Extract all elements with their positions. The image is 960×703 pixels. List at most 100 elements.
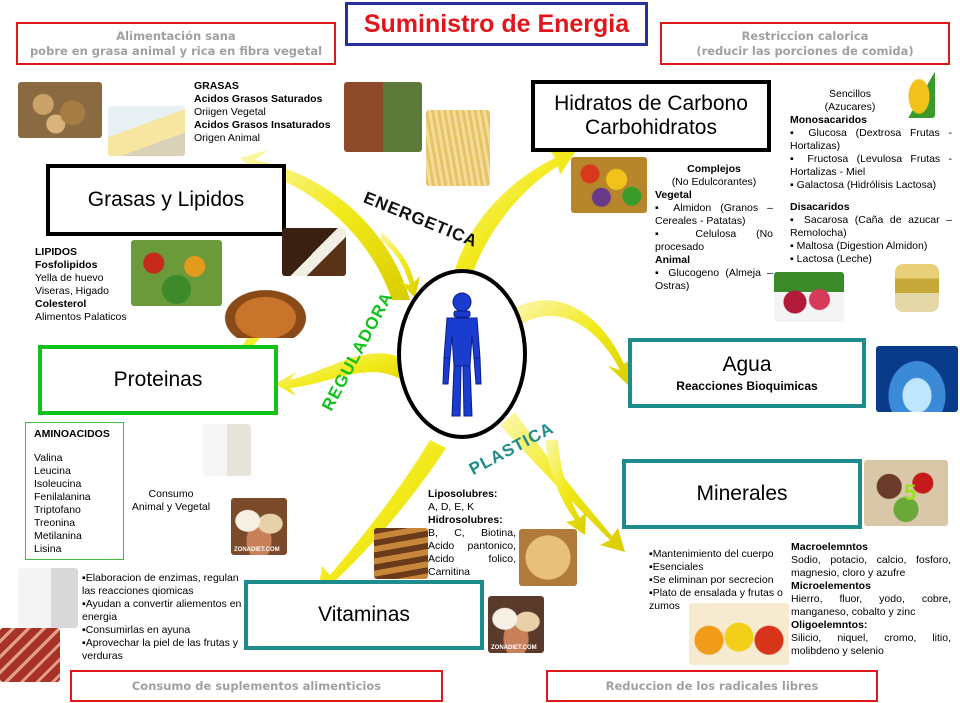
lipidos-l1: Yella de huevo — [35, 272, 145, 285]
raw-meat-image — [0, 628, 60, 682]
topic-agua: Agua Reacciones Bioquimicas — [628, 338, 866, 408]
aminoacido-item: Isoleucina — [34, 478, 123, 491]
grasas-l1: Oriigen Vegetal — [194, 106, 344, 119]
complejos-l1: (No Edulcorantes) — [655, 176, 773, 189]
complejos-text: Complejos (No Edulcorantes) Vegetal ▪ Al… — [655, 163, 773, 293]
pastry-image — [222, 288, 309, 338]
sencillos-l3: ▪ Glucosa (Dextrosa Frutas - Hortalizas) — [790, 127, 952, 153]
complejos-h1: Complejos — [687, 163, 741, 175]
aminoacido-item: Triptofano — [34, 504, 123, 517]
alimentacion-line1: Alimentación sana — [18, 29, 334, 44]
sencillos-l1: Sencillos — [790, 88, 910, 101]
sencillos-l6: ▪ Sacarosa (Caña de azucar – Remolocha) — [790, 214, 952, 240]
aminoacido-item: Leucina — [34, 465, 123, 478]
watermark-b: ZONADIET.COM — [491, 645, 537, 651]
kebab-image — [374, 528, 428, 579]
grasas-l2: Origen Animal — [194, 132, 344, 145]
aminoacidos-header: AMINOACIDOS — [34, 428, 123, 441]
topic-grasas-title: Grasas y Lipidos — [88, 188, 244, 212]
topic-minerales: Minerales — [622, 459, 862, 529]
sencillos-l7: ▪ Maltosa (Digestion Almidon) — [790, 240, 952, 253]
eggs-image-1: ZONADIET.COM — [231, 498, 287, 555]
lipidos-h3: Colesterol — [35, 298, 86, 310]
corn-icon — [903, 70, 935, 118]
box-alimentacion-sana: Alimentación sana pobre en grasa animal … — [16, 22, 336, 65]
juices-image — [689, 603, 789, 665]
minerales-number: 5 — [904, 480, 916, 506]
box-restriccion-calorica: Restriccion calorica (reducir las porcio… — [660, 22, 950, 65]
sencillos-l5: ▪ Galactosa (Hidrólisis Lactosa) — [790, 179, 952, 192]
radish-image — [774, 272, 844, 322]
consumo-l1: Consumo — [126, 488, 216, 501]
milk-glass-image — [18, 568, 78, 628]
arrow-plastica — [545, 440, 586, 535]
alimentacion-line2: pobre en grasa animal y rica en fibra ve… — [18, 44, 334, 59]
eggs-image-2: ZONADIET.COM — [488, 596, 544, 653]
radicales-line1: Reduccion de los radicales libres — [548, 679, 876, 694]
milk-cereal-image — [203, 424, 251, 476]
bread-image — [519, 529, 577, 586]
topic-hidratos-line2: Carbohidratos — [585, 116, 717, 140]
topic-minerales-title: Minerales — [696, 482, 787, 506]
sencillos-h2: Disacaridos — [790, 201, 850, 213]
topic-hidratos-line1: Hidratos de Carbono — [554, 92, 748, 116]
lipidos-l2: Viseras, Higado — [35, 285, 145, 298]
vitaminas-l2: B, C, Biotina, Acido pantonico, Acido fo… — [428, 527, 516, 579]
topic-agua-title: Agua — [722, 353, 771, 377]
sencillos-l4: ▪ Fructosa (Levulosa Frutas - Hortalizas… — [790, 153, 952, 179]
sugar-jar-image — [895, 264, 939, 312]
topic-vitaminas: Vitaminas — [244, 580, 484, 650]
meat-collage-image — [344, 82, 422, 152]
complejos-l4: ▪ Glucogeno (Almeja – Ostras) — [655, 267, 773, 293]
proteinas-bullet-2: ▪Ayudan a convertir aliementos en energi… — [82, 598, 242, 624]
vitaminas-l1: A, D, E, K — [428, 501, 516, 514]
aminoacido-item: Metilanina — [34, 530, 123, 543]
minerales-bullet-3: ▪Se eliminan por secrecion — [649, 574, 789, 587]
fruits-image — [571, 157, 647, 213]
consumo-text: Consumo Animal y Vegetal — [126, 488, 216, 514]
vitaminas-h1: Liposolubres: — [428, 488, 497, 500]
grasas-h2: Acidos Grasos Saturados — [194, 93, 322, 105]
minerales-h2: Microelementos — [791, 580, 871, 592]
restriccion-line1: Restriccion calorica — [662, 29, 948, 44]
topic-vitaminas-title: Vitaminas — [318, 603, 410, 627]
water-drop-image — [876, 346, 958, 412]
topic-grasas: Grasas y Lipidos — [46, 164, 286, 236]
lipidos-l3: Alimentos Palaticos — [35, 311, 145, 324]
grasas-h1: GRASAS — [194, 80, 239, 92]
vitaminas-text: Liposolubres: A, D, E, K Hidrosolubres: … — [428, 488, 516, 579]
minerales-l2: Hierro, fluor, yodo, cobre, manganeso, c… — [791, 593, 951, 619]
complejos-l3: ▪ Celulosa (No procesado — [655, 228, 773, 254]
lipidos-text: LIPIDOS Fosfolipidos Yella de huevo Vise… — [35, 246, 145, 324]
minerales-bullet-2: ▪Esenciales — [649, 561, 789, 574]
page-title: Suministro de Energia — [364, 10, 629, 39]
complejos-h2: Vegetal — [655, 189, 692, 201]
suplementos-line1: Consumo de suplementos alimenticios — [72, 679, 441, 694]
aminoacidos-box: AMINOACIDOS ValinaLeucinaIsoleucinaFenil… — [25, 422, 124, 560]
aminoacido-item: Lisina — [34, 543, 123, 556]
watermark-a: ZONADIET.COM — [234, 547, 280, 553]
proteinas-bullet-3: ▪Consumirlas en ayuna — [82, 624, 242, 637]
topic-agua-sub: Reacciones Bioquimicas — [676, 379, 817, 393]
minerales-l3: Silicio, niquel, cromo, litio, molibdeno… — [791, 632, 951, 658]
complejos-h3: Animal — [655, 254, 690, 266]
lipidos-h2: Fosfolipidos — [35, 259, 97, 271]
box-suplementos: Consumo de suplementos alimenticios — [70, 670, 443, 702]
center-oval — [392, 266, 532, 446]
topic-proteinas: Proteinas — [38, 345, 278, 415]
sencillos-h1: Monosacaridos — [790, 114, 867, 126]
aminoacido-item: Valina — [34, 452, 123, 465]
topic-proteinas-title: Proteinas — [114, 368, 203, 392]
proteinas-bullet-1: ▪Elaboracion de enzimas, regulan las rea… — [82, 572, 242, 598]
minerales-h3: Oligoelemntos: — [791, 619, 867, 631]
topic-hidratos: Hidratos de Carbono Carbohidratos — [531, 80, 771, 152]
arrow-agua — [515, 300, 632, 385]
minerales-h1: Macroelemntos — [791, 541, 868, 553]
grasas-text: GRASAS Acidos Grasos Saturados Oriigen V… — [194, 80, 344, 145]
box-radicales: Reduccion de los radicales libres — [546, 670, 878, 702]
restriccion-line2: (reducir las porciones de comida) — [662, 44, 948, 59]
minerales-bullet-1: ▪Mantenimiento del cuerpo — [649, 548, 789, 561]
walnuts-image — [18, 82, 102, 138]
chocolate-image — [282, 228, 346, 276]
